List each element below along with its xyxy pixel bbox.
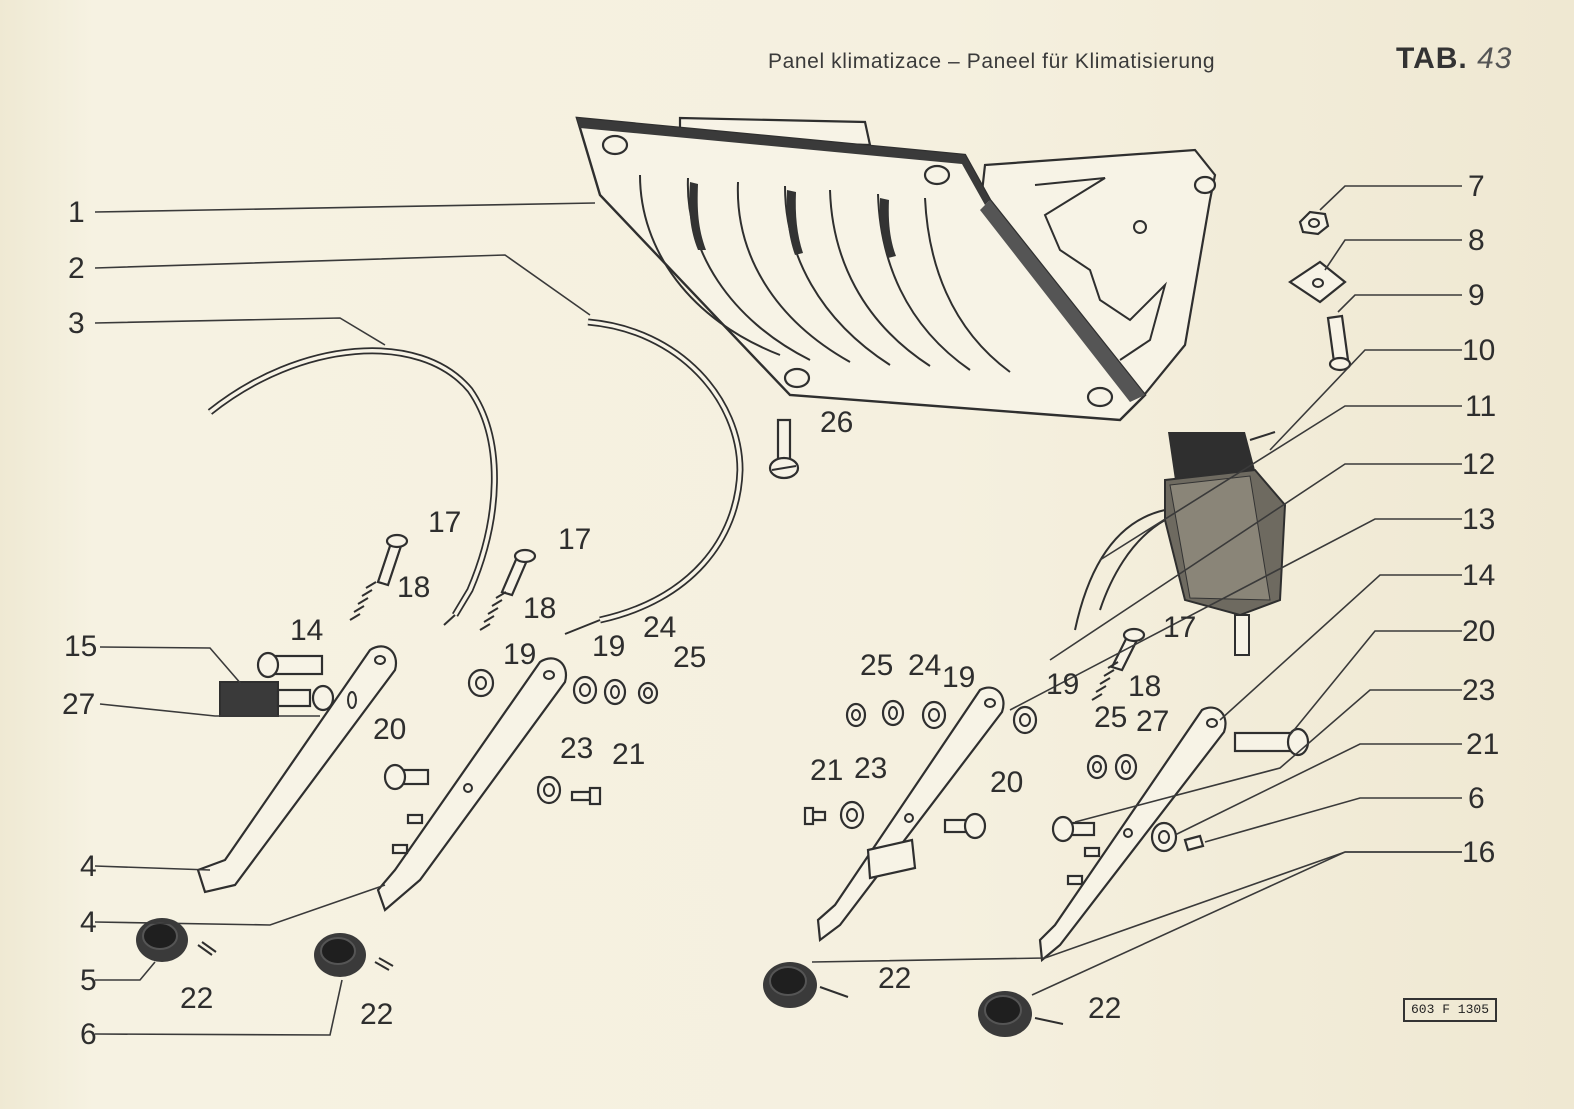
callout-4b: 4 — [80, 906, 97, 939]
washers — [467, 668, 1138, 830]
callout-9: 9 — [1468, 279, 1485, 312]
pin-20-left — [383, 763, 430, 791]
callout-24a: 24 — [643, 611, 676, 644]
callout-10: 10 — [1462, 334, 1495, 367]
bowden-cable-3 — [207, 347, 498, 626]
callout-18b: 18 — [523, 592, 556, 625]
callout-15: 15 — [64, 630, 97, 663]
callout-4a: 4 — [80, 850, 97, 883]
callout-26: 26 — [820, 406, 853, 439]
nut-7 — [1298, 210, 1330, 236]
lever-4-left — [196, 645, 398, 894]
callout-23c: 23 — [1462, 674, 1495, 707]
washer-23-right — [1150, 821, 1205, 853]
callout-18a: 18 — [397, 571, 430, 604]
clip-8 — [1288, 260, 1347, 304]
callout-22a: 22 — [180, 982, 213, 1015]
pins-and-springs — [349, 533, 1146, 701]
callout-19c: 19 — [942, 661, 975, 694]
callout-3: 3 — [68, 307, 85, 340]
callout-17c: 17 — [1163, 611, 1196, 644]
knob-5 — [136, 918, 217, 962]
callout-19b: 19 — [592, 630, 625, 663]
callout-labels: 1 2 3 4 4 5 6 15 27 14 17 18 17 18 19 19… — [62, 170, 1499, 1051]
callout-7: 7 — [1468, 170, 1485, 203]
callout-20b: 20 — [990, 766, 1023, 799]
vent-grille-panel — [575, 116, 1217, 422]
callout-11: 11 — [1465, 390, 1496, 423]
callout-8: 8 — [1468, 224, 1485, 257]
callout-21b: 21 — [810, 754, 843, 787]
bolt-9 — [1326, 314, 1352, 372]
pin-14-left — [256, 651, 324, 679]
callout-20c: 20 — [1462, 615, 1495, 648]
screw-26 — [768, 418, 800, 480]
lever-4-center — [376, 657, 568, 912]
knob-6-right — [763, 962, 849, 1008]
callout-27a: 27 — [62, 688, 95, 721]
screws-21 — [570, 786, 827, 826]
callout-25c: 25 — [1094, 701, 1127, 734]
callout-27b: 27 — [1136, 705, 1169, 738]
callout-23a: 23 — [560, 732, 593, 765]
tab-number: 43 — [1477, 42, 1513, 75]
callout-1: 1 — [68, 196, 85, 229]
callout-14a: 14 — [290, 614, 323, 647]
callout-23b: 23 — [854, 752, 887, 785]
callout-6a: 6 — [80, 1018, 97, 1051]
callout-22d: 22 — [1088, 992, 1121, 1025]
pin-20-right — [943, 812, 987, 840]
lever-right-2 — [1038, 706, 1227, 963]
callout-5: 5 — [80, 964, 97, 997]
table-number: TAB. 43 — [1396, 42, 1512, 76]
callout-12: 12 — [1462, 448, 1495, 481]
callout-24b: 24 — [908, 649, 941, 682]
callout-20a: 20 — [373, 713, 406, 746]
callout-22c: 22 — [878, 962, 911, 995]
callout-22b: 22 — [360, 998, 393, 1031]
pin-20-right-2 — [1051, 815, 1096, 843]
knob-16 — [978, 991, 1064, 1037]
callout-17b: 17 — [558, 523, 591, 556]
callout-19a: 19 — [503, 638, 536, 671]
callout-19d: 19 — [1046, 668, 1079, 701]
leader-lines — [94, 185, 1462, 1036]
tab-prefix: TAB. — [1396, 42, 1468, 75]
callout-2: 2 — [68, 252, 85, 285]
callout-14b: 14 — [1462, 559, 1495, 592]
switch-unit — [1074, 431, 1287, 656]
callout-25b: 25 — [860, 649, 893, 682]
pin-14-right — [1233, 727, 1310, 757]
bowden-cable-2 — [564, 318, 744, 635]
callout-13: 13 — [1462, 503, 1495, 536]
callout-16: 16 — [1462, 836, 1495, 869]
callout-21a: 21 — [612, 738, 645, 771]
callout-6b: 6 — [1468, 782, 1485, 815]
callout-25a: 25 — [673, 641, 706, 674]
knob-6-left — [314, 933, 394, 977]
lever-right-1 — [816, 686, 1005, 943]
page-title: Panel klimatizace – Paneel für Klimatisi… — [768, 50, 1216, 73]
reference-code: 603 F 1305 — [1403, 998, 1497, 1022]
callout-18c: 18 — [1128, 670, 1161, 703]
callout-17a: 17 — [428, 506, 461, 539]
bracket-15 — [219, 681, 335, 717]
callout-21c: 21 — [1466, 728, 1499, 761]
